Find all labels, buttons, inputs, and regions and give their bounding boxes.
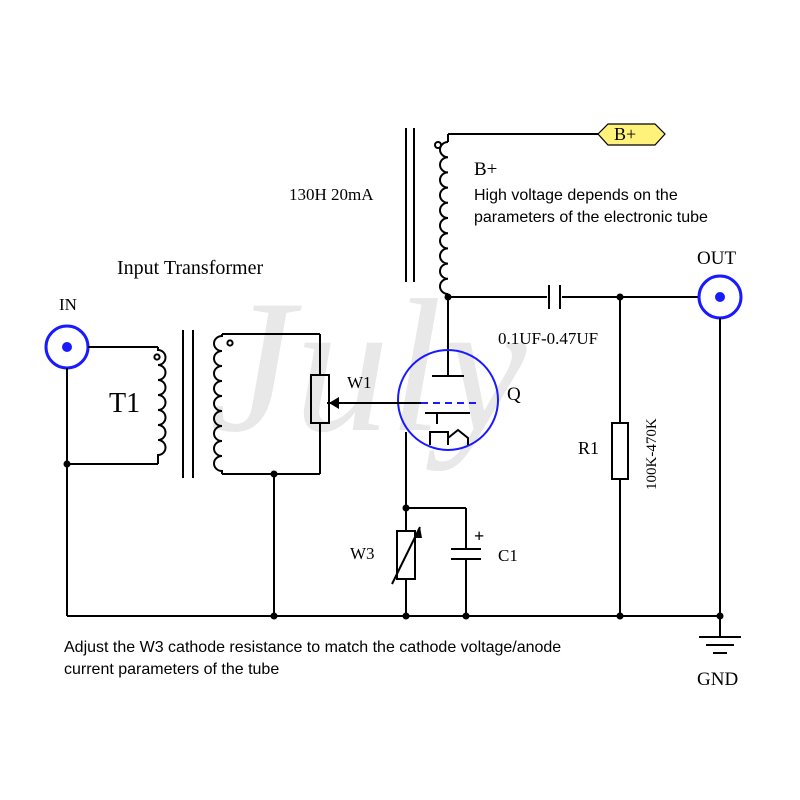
bplus-node-label: B+ <box>474 159 497 180</box>
w1-wiper-arrow <box>329 397 339 409</box>
c1-polarity: + <box>474 526 484 546</box>
r1-label: R1 <box>578 438 599 458</box>
gnd-label: GND <box>697 669 738 690</box>
input-transformer-label: Input Transformer <box>117 257 263 279</box>
watermark: July <box>210 262 527 472</box>
note-line-2: current parameters of the tube <box>64 661 279 678</box>
coupling-capacitor <box>548 285 561 309</box>
w1-label: W1 <box>347 373 372 392</box>
r1-value-label: 100K-470K <box>644 418 660 490</box>
variable-resistor-w3 <box>391 526 422 585</box>
in-label: IN <box>59 295 77 314</box>
out-label: OUT <box>697 248 736 269</box>
bplus-note-line-2: parameters of the electronic tube <box>474 209 708 226</box>
ground-symbol <box>699 616 741 654</box>
inductor-label: 130H 20mA <box>289 185 374 204</box>
c1-label: C1 <box>498 546 518 565</box>
bplus-note-line-1: High voltage depends on the <box>474 187 678 204</box>
tube-label: Q <box>507 384 521 405</box>
input-transformer <box>153 330 234 478</box>
bplus-flag: B+ <box>597 123 666 146</box>
vacuum-tube <box>327 349 499 451</box>
choke-inductor <box>405 128 449 295</box>
output-connector <box>697 274 743 320</box>
t1-label: T1 <box>109 388 140 419</box>
note-line-1: Adjust the W3 cathode resistance to matc… <box>64 639 561 656</box>
bplus-flag-label: B+ <box>614 124 636 144</box>
w3-label: W3 <box>350 544 375 563</box>
resistor-r1 <box>611 422 629 480</box>
input-connector <box>44 324 90 370</box>
capacitor-label: 0.1UF-0.47UF <box>498 329 598 348</box>
capacitor-c1 <box>451 548 481 560</box>
